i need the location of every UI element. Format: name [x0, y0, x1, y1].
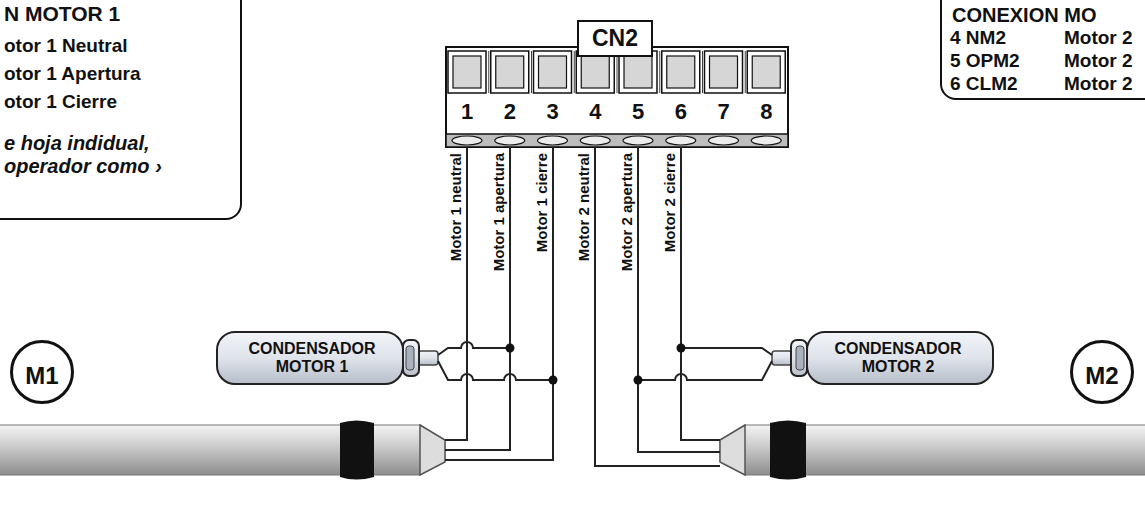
node-text: 5 OPM2 — [950, 50, 1020, 72]
pin-number: 8 — [760, 100, 772, 124]
panel-heading: N MOTOR 1 — [4, 2, 120, 26]
wire — [438, 147, 772, 466]
info-panel: N MOTOR 1 otor 1 Neutral otor 1 Apertura ot… — [0, 0, 242, 220]
motor-cable — [720, 421, 1145, 480]
wire-label: Motor 1 apertura — [491, 153, 508, 271]
node-text: otor 1 Cierre — [4, 91, 117, 113]
info-panel: CONEXION MO4 NM2Motor 25 OPM2Motor 26 CL… — [940, 0, 1145, 100]
connector-name-box: CN2 — [577, 20, 653, 57]
motor-symbol: M1 — [10, 340, 74, 404]
wire-label: Motor 1 neutral — [448, 153, 465, 261]
pin-number: 1 — [461, 100, 473, 124]
pin-number: 5 — [632, 100, 644, 124]
panel-heading: CONEXION MO — [952, 4, 1096, 27]
node-text: M2 — [1085, 362, 1118, 390]
pin-number: 7 — [717, 100, 729, 124]
node-text: Motor 2 — [1064, 27, 1133, 49]
motor-cable — [0, 421, 445, 480]
node-text: Motor 2 — [1064, 73, 1133, 95]
node-text: CONDENSADOR MOTOR 2 — [823, 340, 973, 377]
node-text: otor 1 Neutral — [4, 35, 128, 57]
pin-number: 4 — [589, 100, 601, 124]
wire-label: Motor 2 apertura — [619, 153, 636, 271]
capacitor: CONDENSADOR MOTOR 1 — [215, 330, 425, 386]
node-text: CONDENSADOR MOTOR 1 — [237, 340, 387, 377]
pin-number: 3 — [546, 100, 558, 124]
wire-label: Motor 2 neutral — [576, 153, 593, 261]
wire-label: Motor 2 cierre — [662, 153, 679, 252]
pin-number: 6 — [675, 100, 687, 124]
node-text: otor 1 Apertura — [4, 63, 141, 85]
node-text: e hoja indidual, operador como › — [4, 132, 232, 178]
junction-dot — [506, 344, 686, 385]
pin-number: 2 — [504, 100, 516, 124]
node-text: CN2 — [592, 25, 638, 51]
terminal-block — [446, 47, 788, 147]
capacitor: CONDENSADOR MOTOR 2 — [785, 330, 995, 386]
capacitor-lead — [772, 351, 792, 365]
node-text: Motor 2 — [1064, 50, 1133, 72]
node-text: 4 NM2 — [950, 27, 1006, 49]
capacitor-lead — [418, 351, 438, 365]
wire-label: Motor 1 cierre — [534, 153, 551, 252]
motor-symbol: M2 — [1070, 340, 1134, 404]
node-text: 6 CLM2 — [950, 73, 1018, 95]
node-text: M1 — [25, 362, 58, 390]
